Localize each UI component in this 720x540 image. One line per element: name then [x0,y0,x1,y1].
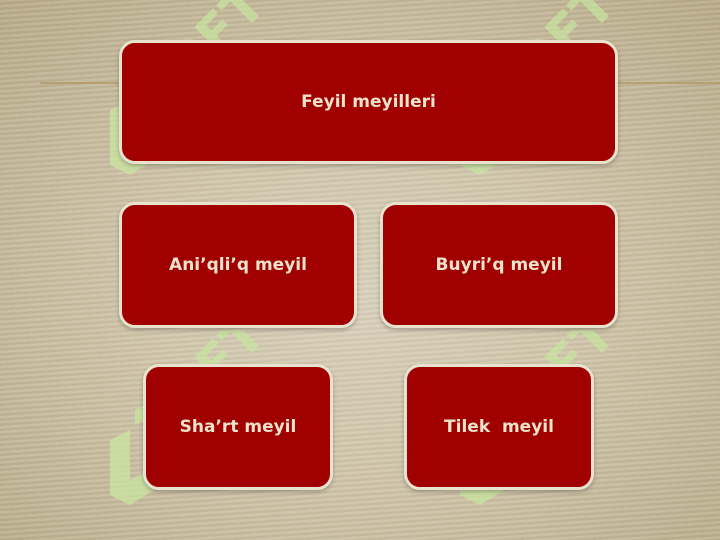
node-child-1: Ani’qli’q meyil [119,202,357,328]
node-child-2-label: Buyri’q meyil [435,255,563,275]
node-root-label: Feyil meyilleri [301,92,436,112]
node-child-4: Tilek meyil [404,364,594,490]
node-child-1-label: Ani’qli’q meyil [169,255,307,275]
node-child-3-label: Sha’rt meyil [179,417,297,437]
node-root: Feyil meyilleri [119,40,618,164]
node-child-4-label: Tilek meyil [444,417,554,437]
node-child-3: Sha’rt meyil [143,364,333,490]
node-child-2: Buyri’q meyil [380,202,618,328]
